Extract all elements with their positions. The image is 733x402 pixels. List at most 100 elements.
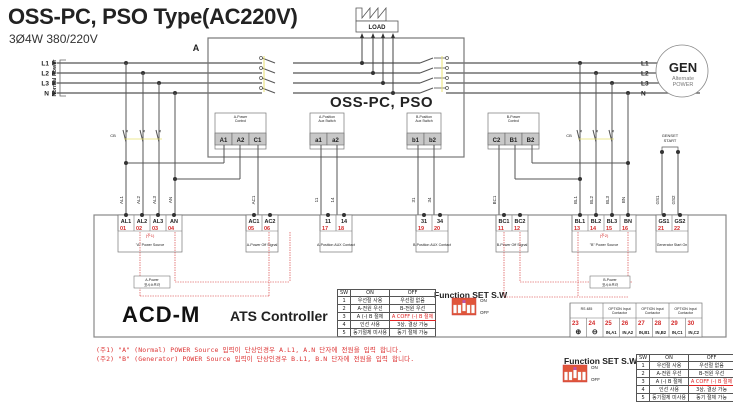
cb-label-left: CB <box>110 133 116 138</box>
terminal-pin <box>252 213 256 217</box>
terminal-note: (주2) <box>600 233 609 238</box>
terminal-group-desc: "B" Power Source <box>590 243 619 247</box>
oss-box <box>207 37 465 158</box>
switch-blade <box>419 57 434 64</box>
arrow-icon <box>52 80 57 86</box>
bottom-terminal-number: 25 <box>605 321 612 327</box>
bottom-terminal-number: 30 <box>688 321 695 327</box>
function-set-label: Function SET S.W <box>434 290 508 300</box>
junction-dot <box>124 161 128 165</box>
terminal-label: 34 <box>437 219 444 225</box>
bottom-terminal-number: 28 <box>655 321 662 327</box>
junction-dot <box>660 150 664 154</box>
terminal-pin <box>124 213 128 217</box>
terminal-pin <box>518 213 522 217</box>
terminal-number: 21 <box>658 226 664 232</box>
dip-toggle <box>471 304 475 314</box>
alt-line-label: L3 <box>641 81 649 88</box>
cb-label-right: CB <box>566 133 572 138</box>
junction-dot <box>626 161 630 165</box>
cell: 동기 절체 가능 <box>388 328 437 337</box>
terminal-label: 14 <box>341 219 348 225</box>
dip-toggle <box>564 371 568 381</box>
arrow-icon <box>52 90 57 96</box>
cb-x: × <box>143 129 146 135</box>
wire-label: 34 <box>427 197 432 203</box>
terminal-group-desc: A-Position AUX Contact <box>317 243 355 247</box>
terminal-number: 13 <box>574 226 580 232</box>
terminal-group-desc: B-Position AUX Contact <box>413 243 451 247</box>
terminal-number: 06 <box>264 226 270 232</box>
switch-blade <box>419 87 434 94</box>
terminal-pin <box>422 213 426 217</box>
dip-on-label: ON <box>480 298 487 303</box>
wire-label: GS2 <box>671 195 676 205</box>
oss-block-title: B-Power <box>507 115 521 119</box>
load-label: LOAD <box>369 25 387 31</box>
normal-line-label: L2 <box>41 71 49 78</box>
oss-terminal-label: a2 <box>332 138 339 144</box>
dip-indicator <box>573 367 577 370</box>
oss-block-title: Aux Switch <box>415 119 432 123</box>
arrow-icon <box>52 70 57 76</box>
terminal-group-desc: B-Power Off Signal <box>497 243 528 247</box>
oss-terminal-label: b2 <box>429 138 437 144</box>
section-marker-A: A <box>193 43 200 53</box>
page-title: OSS-PC, PSO Type(AC220V) <box>8 4 298 29</box>
switch-contact <box>259 86 263 90</box>
generator-circle <box>655 44 709 98</box>
dip-toggle <box>466 304 471 314</box>
bottom-terminal-label: ⊕ <box>575 329 581 336</box>
bottom-terminal-label: IN,B2 <box>655 330 666 335</box>
load-junction <box>360 61 364 65</box>
oss-block-title: A-Position <box>319 115 335 119</box>
terminal-number: 15 <box>606 226 612 232</box>
wire-label: BL2 <box>589 196 594 205</box>
switch-blade <box>419 67 434 74</box>
aux-box-a <box>133 275 171 289</box>
dip-toggle <box>582 371 586 381</box>
bottom-terminal-label: IN,C2 <box>688 330 699 335</box>
load-junction <box>371 71 375 75</box>
oss-block-title: A-Power <box>234 115 248 119</box>
switch-contact <box>259 76 263 80</box>
load-box <box>355 20 399 33</box>
bottom-terminal-number: 23 <box>572 321 579 327</box>
arrow-up-icon <box>391 33 395 38</box>
terminal-label: BC2 <box>514 219 525 225</box>
terminal-pin <box>610 213 614 217</box>
wire-label: 11 <box>314 197 319 202</box>
wire-label: BC1 <box>492 195 497 204</box>
cb-blade <box>608 129 613 143</box>
cb-x: × <box>580 129 583 135</box>
terminal-label: AC1 <box>248 219 259 225</box>
terminal-pin <box>626 213 630 217</box>
terminal-number: 20 <box>434 226 440 232</box>
wire-label: GS1 <box>655 195 660 205</box>
terminal-pin <box>502 213 506 217</box>
terminal-pin <box>140 213 144 217</box>
aux-box-a-label: 표시소프라 <box>144 282 161 287</box>
aux-box-b <box>589 275 631 289</box>
oss-block-title: Aux Switch <box>318 119 335 123</box>
terminal-pin <box>342 213 346 217</box>
normal-line-label: L3 <box>41 81 49 88</box>
page-subtitle: 3Ø4W 380/220V <box>9 32 98 46</box>
dip-on-label: ON <box>591 365 598 370</box>
terminal-number: 16 <box>622 226 628 232</box>
dip-toggle <box>568 371 573 381</box>
terminal-pin <box>578 213 582 217</box>
cb-blade <box>139 129 144 143</box>
aux-box-b-label: 표시소프라 <box>602 282 619 287</box>
terminal-label: AN <box>170 219 178 225</box>
terminal-label: 11 <box>325 219 331 225</box>
wire-label: AL2 <box>136 196 141 205</box>
normal-power-label: Normal Power <box>52 59 58 97</box>
cb-x: × <box>612 129 615 135</box>
oss-terminal-label: C2 <box>493 138 501 144</box>
terminal-pin <box>172 213 176 217</box>
cb-blade <box>122 129 127 143</box>
switch-contact <box>259 66 263 70</box>
alt-line-label: L2 <box>641 71 649 78</box>
